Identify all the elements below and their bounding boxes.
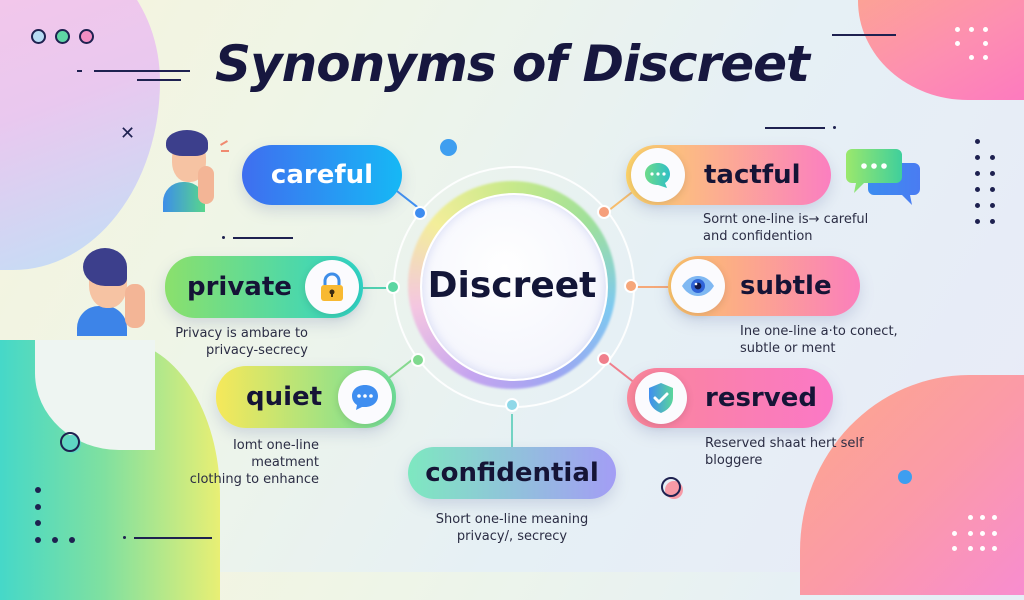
decor-line <box>832 34 896 36</box>
synonym-description-subtle: Ine one-line a·to conect, subtle or ment <box>740 324 898 356</box>
eye-icon <box>671 259 725 313</box>
close-icon: ✕ <box>120 123 136 144</box>
decor-dot <box>833 126 836 129</box>
decor-line <box>765 127 825 129</box>
decor-line <box>134 537 212 539</box>
synonym-description-quiet: Iomt one-line meatment clothing to enhan… <box>189 438 319 487</box>
decor-blob-bottom-right <box>800 375 1024 595</box>
synonym-pill-private[interactable]: private <box>165 256 363 318</box>
node-confidential <box>505 398 519 412</box>
synonym-description-private: Privacy is ambare to privacy-secrecy <box>175 326 308 358</box>
decor-line <box>94 70 190 72</box>
synonym-pill-resrved[interactable]: resrved <box>627 368 833 428</box>
synonym-label: careful <box>270 160 374 190</box>
decor-dot <box>123 536 126 539</box>
synonym-description-tactful: Sornt one-line is→ careful and confident… <box>703 212 869 244</box>
decor-line <box>233 237 293 239</box>
synonym-label: resrved <box>705 383 817 413</box>
synonym-pill-careful[interactable]: careful <box>242 145 402 205</box>
decor-line <box>137 79 181 81</box>
page-title: Synonyms of Discreet <box>215 35 810 93</box>
window-dot-pink <box>79 29 94 44</box>
whisper-person-icon <box>77 248 157 336</box>
connector-private <box>360 287 390 289</box>
node-subtle <box>624 279 638 293</box>
synonym-description-resrved: Reserved shaat hert self bloggere <box>705 436 864 468</box>
synonym-description-confidential: Short one-line meaning privacy/, secrecy <box>435 512 589 544</box>
synonym-label: subtle <box>740 271 832 301</box>
synonym-label: private <box>187 272 292 302</box>
node-resrved <box>597 352 611 366</box>
synonym-pill-subtle[interactable]: subtle <box>668 256 860 316</box>
decor-dot <box>222 236 225 239</box>
node-private <box>386 280 400 294</box>
center-circle <box>420 193 608 381</box>
connector-subtle <box>635 286 671 288</box>
synonym-pill-tactful[interactable]: tactful <box>626 145 831 205</box>
shield-check-icon <box>635 372 687 424</box>
padlock-icon <box>305 260 359 314</box>
decor-ring <box>60 432 80 452</box>
window-dot-green <box>55 29 70 44</box>
decor-line <box>77 70 82 72</box>
decor-ring <box>661 477 681 497</box>
center-label: Discreet <box>427 265 597 306</box>
synonym-pill-confidential[interactable]: confidential <box>408 447 616 499</box>
chat-bubbles-icon <box>846 147 926 209</box>
decor-circle-blue <box>440 139 457 156</box>
node-tactful <box>597 205 611 219</box>
chat-bubble-icon <box>631 148 685 202</box>
synonym-label: tactful <box>704 160 801 190</box>
window-dot-blue <box>31 29 46 44</box>
synonym-label: quiet <box>246 382 323 412</box>
whisper-person-icon <box>158 130 229 212</box>
synonym-label: confidential <box>425 458 599 488</box>
chat-bubble-icon <box>338 370 392 424</box>
node-quiet <box>411 353 425 367</box>
decor-circle-blue <box>898 470 912 484</box>
node-careful <box>413 206 427 220</box>
synonym-pill-quiet[interactable]: quiet <box>216 366 396 428</box>
